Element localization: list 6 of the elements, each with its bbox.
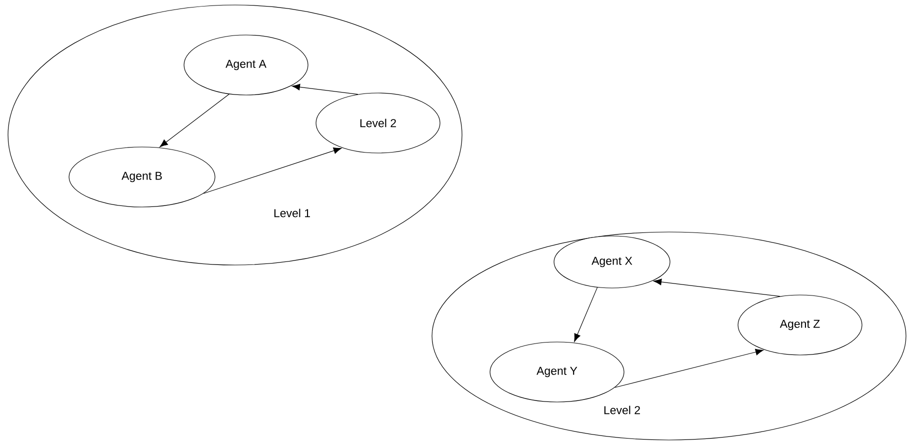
arrow	[160, 94, 230, 148]
arrow	[292, 84, 358, 95]
arrow	[653, 278, 780, 297]
arrow	[203, 147, 342, 194]
arrow	[574, 287, 598, 342]
arrow	[614, 348, 764, 388]
